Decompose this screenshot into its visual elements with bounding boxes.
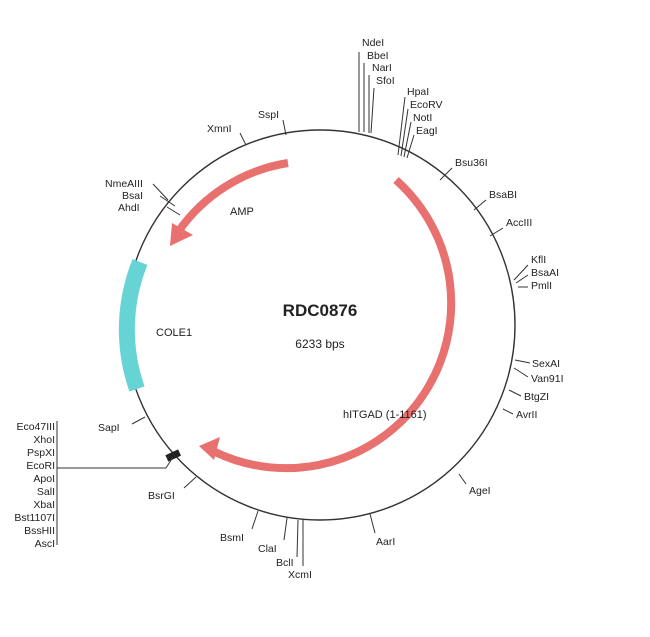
feature-amp[interactable] (170, 159, 289, 246)
site-group-mcs: Eco47III XhoI PspXI EcoRI ApoI SalI XbaI… (14, 421, 55, 550)
site-agei[interactable]: AgeI (469, 485, 491, 497)
site-sexai[interactable]: SexAI (532, 358, 560, 370)
feature-label-hitgad: hITGAD (1-1161) (343, 409, 427, 421)
site-sali[interactable]: SalI (37, 486, 55, 498)
site-group-right: Bsu36I BsaBI AccIII KflI BsaAI PmlI SexA… (376, 157, 564, 548)
site-acciii[interactable]: AccIII (506, 217, 532, 229)
site-xhoi[interactable]: XhoI (33, 434, 55, 446)
site-van91i[interactable]: Van91I (531, 373, 564, 385)
site-ecori[interactable]: EcoRI (26, 460, 55, 472)
site-bsabi[interactable]: BsaBI (489, 189, 517, 201)
site-noti[interactable]: NotI (413, 112, 432, 124)
site-sapi[interactable]: SapI (98, 422, 120, 434)
site-bsai[interactable]: BsaI (122, 190, 143, 202)
site-group-top2: HpaI EcoRV NotI EagI (407, 86, 443, 137)
site-group-left: SapI AhdI BsaI NmeAIII XmnI SspI (98, 109, 279, 434)
site-ahdi[interactable]: AhdI (118, 202, 140, 214)
site-leaders (56, 52, 531, 566)
site-group-top: NdeI BbeI NarI SfoI (362, 37, 395, 87)
site-bsrgi[interactable]: BsrGI (148, 490, 175, 502)
feature-cole1[interactable] (118, 259, 148, 392)
site-btgzi[interactable]: BtgZI (524, 391, 549, 403)
site-pmli[interactable]: PmlI (531, 280, 552, 292)
site-eagi[interactable]: EagI (416, 125, 438, 137)
feature-label-cole1: COLE1 (156, 327, 192, 339)
site-nari[interactable]: NarI (372, 62, 392, 74)
site-bsaai[interactable]: BsaAI (531, 267, 559, 279)
plasmid-title: RDC0876 (283, 301, 358, 320)
site-pspxi[interactable]: PspXI (27, 447, 55, 459)
site-sspi[interactable]: SspI (258, 109, 279, 121)
site-group-bottom: XcmI BclI ClaI BsmI BsrGI (148, 490, 312, 581)
feature-label-amp: AMP (230, 206, 254, 218)
site-nmeaiii[interactable]: NmeAIII (105, 178, 143, 190)
site-avrii[interactable]: AvrII (516, 409, 537, 421)
site-kfli[interactable]: KflI (531, 254, 546, 266)
site-bsu36i[interactable]: Bsu36I (455, 157, 488, 169)
site-clai[interactable]: ClaI (258, 543, 277, 555)
site-sfoi[interactable]: SfoI (376, 75, 395, 87)
site-xmni[interactable]: XmnI (207, 123, 232, 135)
site-ndei[interactable]: NdeI (362, 37, 384, 49)
feature-hitgad[interactable] (199, 177, 456, 473)
site-bst1107i[interactable]: Bst1107I (14, 512, 55, 524)
site-bbei[interactable]: BbeI (367, 50, 389, 62)
site-bsmi[interactable]: BsmI (220, 532, 244, 544)
site-apoi[interactable]: ApoI (33, 473, 55, 485)
site-ecorv[interactable]: EcoRV (410, 99, 443, 111)
site-bsshii[interactable]: BssHII (24, 525, 55, 537)
site-xbai[interactable]: XbaI (33, 499, 55, 511)
site-eco47iii[interactable]: Eco47III (16, 421, 55, 433)
site-asci[interactable]: AscI (35, 538, 55, 550)
site-xcmi[interactable]: XcmI (288, 569, 312, 581)
mcs-marker (165, 449, 182, 462)
site-bcli[interactable]: BclI (276, 557, 294, 569)
site-aari[interactable]: AarI (376, 536, 395, 548)
site-hpai[interactable]: HpaI (407, 86, 429, 98)
plasmid-size: 6233 bps (295, 337, 344, 351)
